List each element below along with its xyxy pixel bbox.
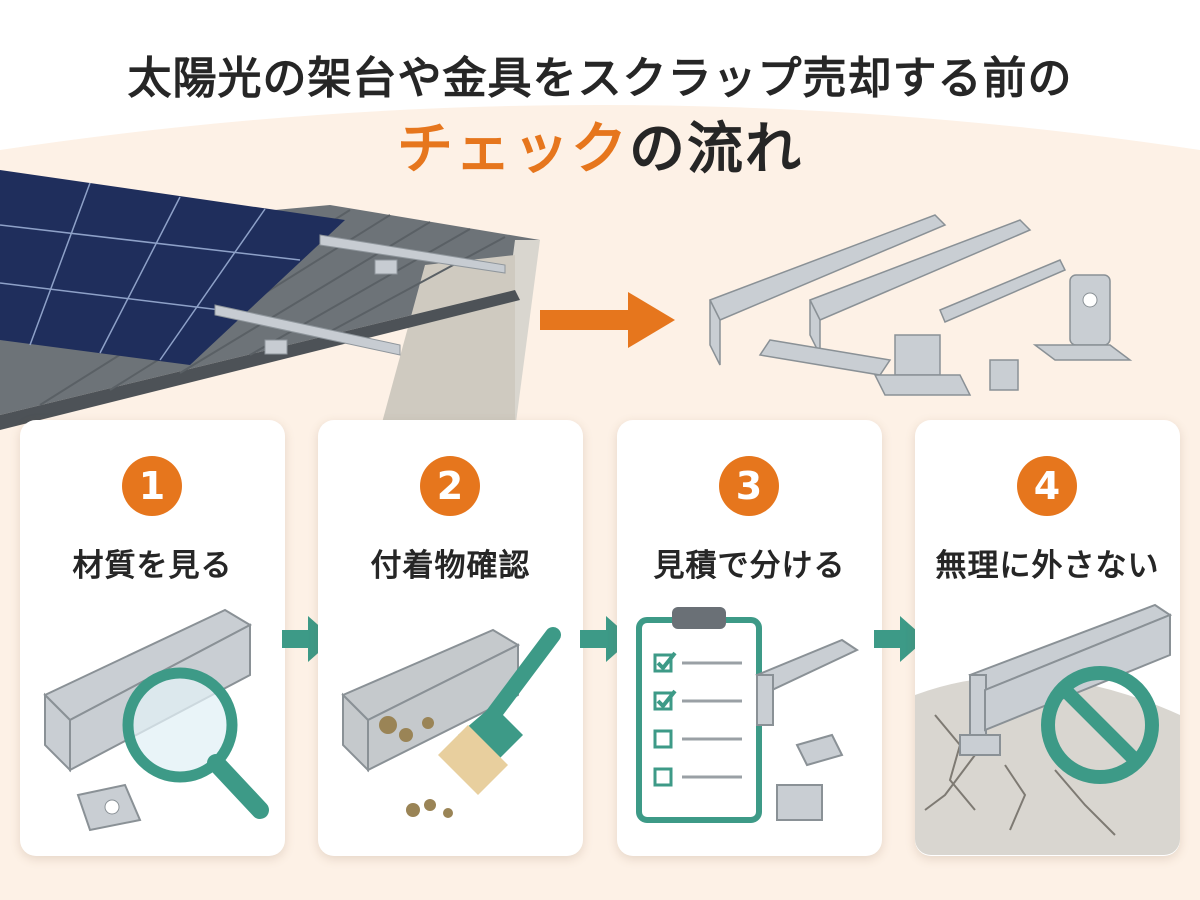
step-card-4: 4 無理に外さない	[915, 420, 1180, 856]
step-card-1: 1 材質を見る	[20, 420, 285, 856]
prohibited-icon	[1041, 666, 1159, 784]
solar-roof-illustration	[0, 170, 540, 430]
subtitle-accent: チェック	[397, 117, 629, 182]
deposit-check-illustration	[341, 627, 561, 818]
page-title: 太陽光の架台や金具をスクラップ売却する前の	[127, 53, 1073, 104]
estimate-sort-illustration	[636, 607, 860, 823]
step-label: 見積で分ける	[653, 548, 846, 584]
subtitle-rest: の流れ	[629, 117, 803, 182]
page-subtitle: チェックの流れ	[0, 104, 1200, 185]
flow-arrow-icon	[874, 616, 926, 662]
clipboard-checklist-icon	[636, 607, 762, 823]
step-label: 無理に外さない	[935, 548, 1160, 584]
rails-and-brackets-illustration	[708, 214, 1133, 396]
magnifier-icon	[122, 667, 269, 819]
step-number: 3	[719, 456, 779, 516]
brush-icon	[438, 627, 561, 795]
step-label: 材質を見る	[72, 548, 233, 584]
step-number: 4	[1017, 456, 1077, 516]
hero-arrow-icon	[540, 292, 675, 348]
material-check-illustration	[43, 608, 269, 832]
do-not-force-removal-illustration	[915, 603, 1180, 855]
step-number: 2	[420, 456, 480, 516]
step-card-3: 3 見積で分ける	[617, 420, 882, 856]
step-card-2: 2 付着物確認	[318, 420, 583, 856]
step-label: 付着物確認	[370, 548, 531, 584]
step-number: 1	[122, 456, 182, 516]
